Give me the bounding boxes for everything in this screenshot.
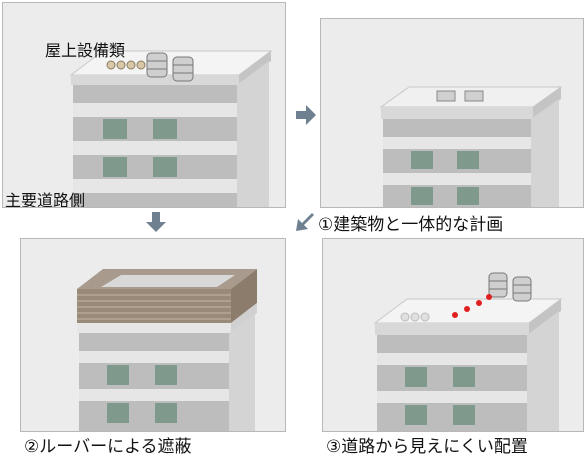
caption-integrated-design: ①建築物と一体的な計画 [318, 215, 504, 235]
building-illustration-original [69, 50, 273, 207]
arrow-down-left-icon [296, 213, 314, 231]
panel-louver-screening [20, 238, 286, 432]
panel-integrated-design [320, 18, 584, 208]
arrow-right-icon [296, 105, 316, 125]
building-illustration-louver [77, 269, 257, 431]
caption-louver-screening: ②ルーバーによる遮蔽 [24, 437, 192, 457]
building-illustration-integrated [379, 86, 563, 207]
panel-original-building: 屋上設備類 主要道路側 [2, 2, 286, 208]
caption-hidden-placement: ③道路から見えにくい配置 [326, 437, 528, 457]
panel-hidden-placement [322, 238, 584, 432]
arrow-down-icon [146, 212, 166, 232]
building-illustration-placement [373, 272, 563, 431]
label-rooftop-equipment: 屋上設備類 [45, 41, 126, 60]
label-main-road-side: 主要道路側 [5, 191, 86, 208]
